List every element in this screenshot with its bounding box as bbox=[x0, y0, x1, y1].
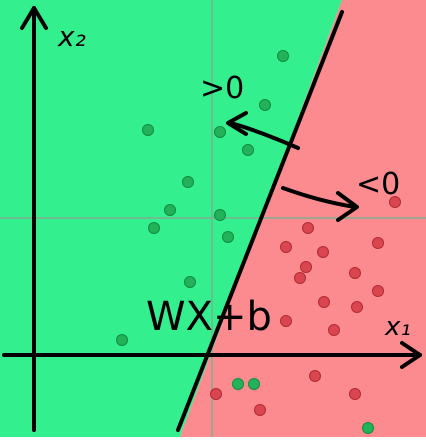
positive-point bbox=[232, 378, 244, 390]
boundary-equation-label: WX+b bbox=[146, 294, 272, 340]
positive-point bbox=[242, 144, 254, 156]
negative-point bbox=[300, 261, 312, 273]
positive-point bbox=[184, 276, 196, 288]
negative-points bbox=[210, 196, 401, 416]
negative-point bbox=[372, 237, 384, 249]
negative-direction-arrow bbox=[281, 186, 359, 222]
positive-point bbox=[214, 126, 226, 138]
negative-point bbox=[294, 272, 306, 284]
negative-point bbox=[280, 315, 292, 327]
negative-point bbox=[389, 196, 401, 208]
positive-point bbox=[248, 378, 260, 390]
positive-point bbox=[259, 99, 271, 111]
positive-point bbox=[182, 176, 194, 188]
negative-point bbox=[318, 296, 330, 308]
positive-point bbox=[116, 334, 128, 346]
y-axis bbox=[20, 6, 48, 432]
positive-point bbox=[277, 50, 289, 62]
x-axis bbox=[2, 341, 422, 369]
positive-point bbox=[362, 422, 374, 434]
negative-point bbox=[351, 301, 363, 313]
positive-point bbox=[214, 209, 226, 221]
positive-point bbox=[164, 204, 176, 216]
decision-boundary-line bbox=[176, 10, 344, 432]
negative-point bbox=[309, 370, 321, 382]
positive-side-label: >0 bbox=[200, 71, 244, 106]
negative-point bbox=[210, 388, 222, 400]
positive-point bbox=[222, 231, 234, 243]
negative-point bbox=[372, 285, 384, 297]
negative-point bbox=[349, 267, 361, 279]
positive-point bbox=[142, 124, 154, 136]
negative-point bbox=[302, 222, 314, 234]
negative-point bbox=[317, 246, 329, 258]
x-axis-label: x₁ bbox=[384, 312, 411, 342]
negative-side-label: <0 bbox=[356, 167, 400, 202]
positive-point bbox=[148, 222, 160, 234]
negative-point bbox=[254, 404, 266, 416]
negative-point bbox=[328, 324, 340, 336]
negative-point bbox=[280, 241, 292, 253]
y-axis-label: x₂ bbox=[57, 20, 86, 53]
positive-direction-arrow bbox=[226, 111, 300, 150]
negative-point bbox=[349, 388, 361, 400]
positive-points bbox=[116, 50, 374, 434]
